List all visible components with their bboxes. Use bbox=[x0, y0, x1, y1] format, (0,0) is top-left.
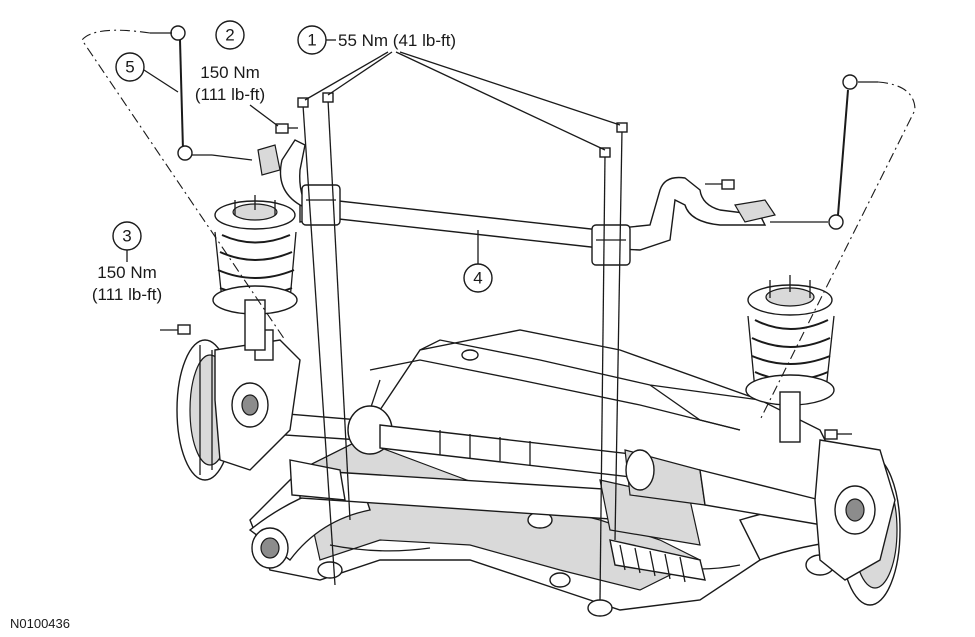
callout-2-number: 2 bbox=[225, 26, 234, 45]
callout-2: 2 150 Nm (111 lb-ft) bbox=[195, 20, 279, 127]
right-strut-assembly bbox=[745, 275, 835, 443]
right-knuckle bbox=[814, 439, 896, 581]
fasteners bbox=[160, 123, 852, 440]
callout-2-torque-nm: 150 Nm bbox=[200, 63, 260, 82]
right-stabilizer-link bbox=[805, 74, 878, 230]
steering-gear bbox=[289, 459, 706, 583]
callout-1-torque: 55 Nm (41 lb-ft) bbox=[338, 31, 456, 50]
left-strut-assembly bbox=[212, 195, 298, 351]
callout-5-number: 5 bbox=[125, 58, 134, 77]
callout-5: 5 bbox=[115, 52, 179, 93]
callout-2-torque-lbft: (111 lb-ft) bbox=[195, 85, 265, 104]
callout-5-circle bbox=[115, 52, 145, 82]
stabilizer-bar-left-bushing-bracket bbox=[301, 184, 341, 226]
callout-4-number: 4 bbox=[473, 269, 482, 288]
stabilizer-bar-right-bushing-bracket bbox=[591, 224, 631, 266]
callout-3: 3 150 Nm (111 lb-ft) bbox=[92, 221, 162, 304]
callout-3-number: 3 bbox=[122, 227, 131, 246]
callout-3-torque-lbft: (111 lb-ft) bbox=[92, 285, 162, 304]
callout-1-number: 1 bbox=[307, 31, 316, 50]
callout-3-torque-nm: 150 Nm bbox=[97, 263, 157, 282]
callout-1: 1 55 Nm (41 lb-ft) bbox=[297, 25, 621, 151]
left-knuckle bbox=[214, 329, 301, 471]
figure-id: N0100436 bbox=[10, 616, 70, 631]
callout-4: 4 bbox=[463, 230, 493, 293]
callout-2-circle bbox=[215, 20, 245, 50]
stabilizer-bar bbox=[257, 139, 776, 251]
stabilizer-bracket-bolts bbox=[297, 92, 628, 601]
alignment-lines bbox=[81, 29, 916, 421]
left-stabilizer-link bbox=[150, 25, 212, 161]
right-halfshaft bbox=[379, 424, 823, 526]
